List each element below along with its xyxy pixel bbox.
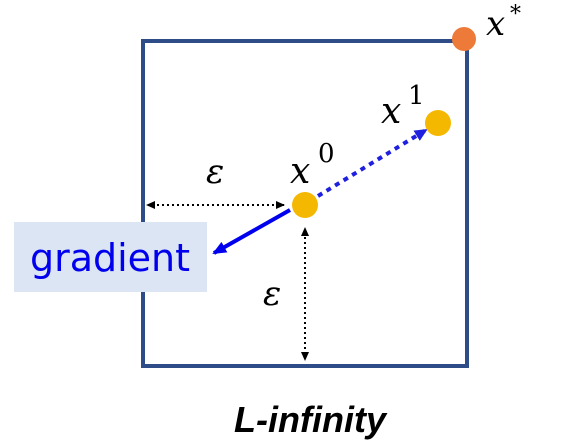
constraint-box	[141, 39, 469, 368]
label-x1-sup: 1	[408, 81, 425, 111]
label-x0: x	[290, 151, 310, 192]
gradient-label: gradient	[30, 236, 190, 280]
gradient-arrow	[212, 208, 291, 255]
point-x-star	[452, 27, 476, 51]
label-x-star: x	[486, 4, 505, 44]
label-x0-sup: 0	[318, 139, 335, 169]
label-epsilon-horizontal: ε	[206, 152, 224, 192]
label-x-star-sup: *	[510, 2, 521, 27]
gradient-label-box	[14, 222, 207, 292]
update-step-arrow	[316, 128, 428, 198]
point-x1	[425, 110, 451, 136]
caption: L-infinity	[234, 399, 388, 440]
label-x1: x	[381, 91, 401, 132]
point-x0	[292, 192, 318, 218]
label-epsilon-vertical: ε	[263, 274, 281, 314]
